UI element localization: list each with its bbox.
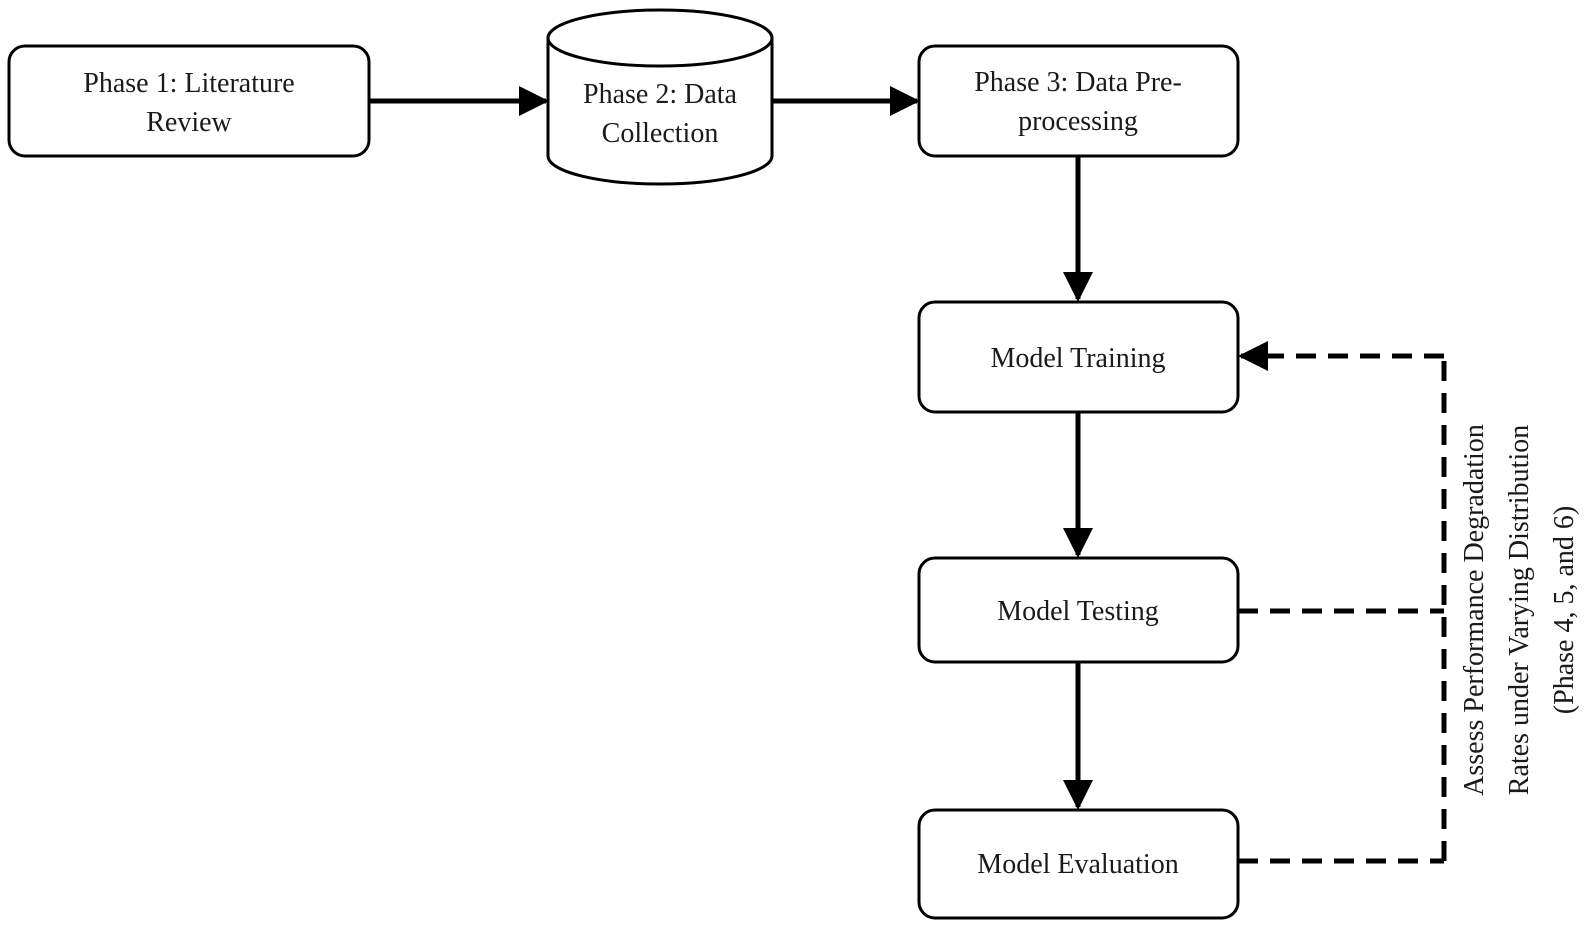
feedback-label-line-1: Assess Performance Degradation: [1459, 424, 1490, 796]
phase2-line-2: Collection: [602, 118, 719, 149]
phase1-line-2: Review: [146, 107, 232, 138]
phase1-node: Phase 1: Literature Review: [7, 44, 371, 158]
phase3-node: Phase 3: Data Pre- processing: [917, 44, 1240, 158]
phase3-line-2: processing: [1018, 106, 1138, 137]
phase2-node: Phase 2: Data Collection: [546, 8, 774, 186]
phase2-line-1: Phase 2: Data: [583, 79, 738, 110]
model-training-node: Model Training: [917, 300, 1240, 414]
model-evaluation-node: Model Evaluation: [917, 808, 1240, 920]
model-testing-node: Model Testing: [917, 556, 1240, 664]
phase3-line-1: Phase 3: Data Pre-: [974, 67, 1182, 98]
phase1-line-1: Phase 1: Literature: [83, 68, 294, 99]
feedback-label: Assess Performance Degradation Rates und…: [1459, 424, 1580, 796]
model-evaluation-label: Model Evaluation: [977, 849, 1178, 880]
feedback-loop: [1238, 356, 1447, 864]
feedback-label-line-3: (Phase 4, 5, and 6): [1549, 506, 1580, 714]
model-testing-label: Model Testing: [997, 596, 1159, 627]
model-training-label: Model Training: [990, 343, 1165, 374]
feedback-label-line-2: Rates under Varying Distribution: [1504, 425, 1535, 795]
